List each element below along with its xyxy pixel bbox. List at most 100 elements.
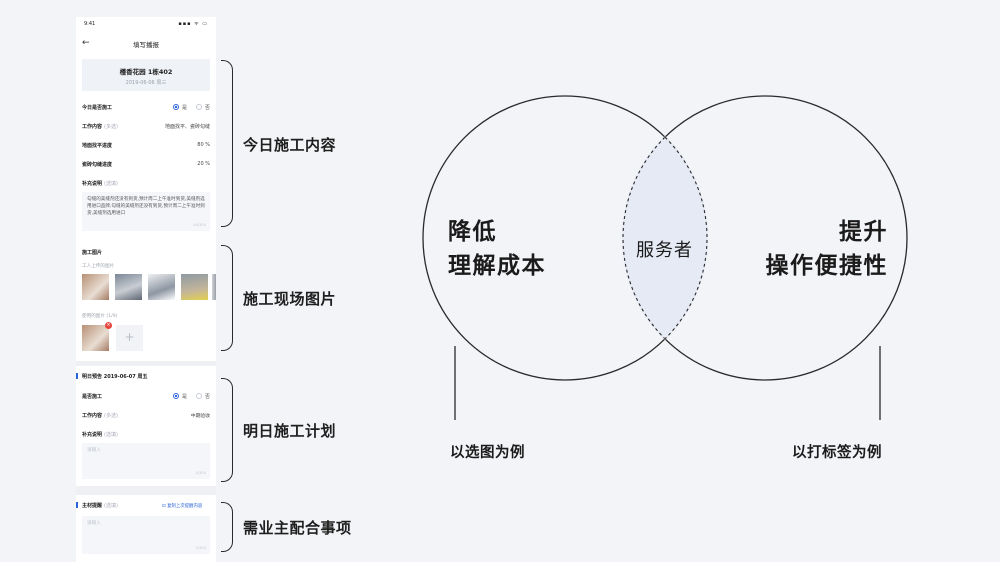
section-accent-bar	[76, 502, 78, 508]
today-work-label-text: 工作内容	[82, 123, 103, 130]
radio-no[interactable]	[195, 104, 202, 110]
tomorrow-construct-label: 是否施工	[82, 393, 103, 400]
uploaded-photo[interactable]	[82, 274, 109, 300]
used-photo[interactable]	[82, 325, 109, 351]
progress2-row[interactable]: 瓷砖勾缝进度 20 %	[82, 159, 210, 169]
bracket-tomorrow	[221, 378, 233, 482]
owner-notes-placeholder: 请输入	[87, 521, 101, 526]
add-photo-button[interactable]: +	[116, 325, 143, 351]
photos-card: 施工图片 工人上传的图片 使用的图片 (1/9) × +	[76, 241, 216, 361]
today-construct-radio-group: 是 否	[172, 104, 210, 111]
today-notes-counter: 64/300	[193, 223, 206, 227]
today-notes-label-text: 补充说明	[82, 180, 103, 187]
delete-photo-icon[interactable]: ×	[105, 322, 112, 329]
nav-title: 填写播报	[133, 41, 159, 49]
tomorrow-notes-label-text: 补充说明	[82, 431, 103, 438]
progress2-value: 20 %	[197, 161, 210, 167]
today-notes-optional: (选填)	[104, 180, 118, 187]
owner-notes-counter: 0/300	[195, 546, 206, 550]
tomorrow-construct-radio-group: 是 否	[172, 393, 210, 400]
tomorrow-work-label: 工作内容(多选)	[82, 412, 118, 419]
venn-left-text: 降低 理解成本	[448, 215, 546, 283]
photos-used-label: 使用的图片 (1/9)	[82, 314, 118, 319]
today-notes-textarea[interactable]: 勾缝的美缝剂还没有到货,预计周二上午准时到货,美缝剂选用进口品牌,勾缝的美缝剂还…	[82, 192, 210, 231]
radio-no-label: 否	[204, 393, 210, 400]
owner-header: 主材提醒 (选填)	[76, 500, 118, 510]
tomorrow-notes-counter: 0/300	[195, 471, 206, 475]
today-construct-row: 今日是否施工 是 否	[82, 102, 210, 112]
progress1-label: 地面找平进度	[82, 142, 113, 149]
section-label-tomorrow: 明日施工计划	[243, 422, 337, 440]
overlap-dashed-edge-right	[664, 136, 708, 340]
venn-left-line2: 理解成本	[448, 253, 546, 279]
phone-mockup: 9:41 ▪▪▪ ᯤ ▭ ← 填写播报 槿香花园 1栋402 2019-06-0…	[76, 17, 216, 562]
today-work-optional: (多选)	[104, 123, 118, 130]
section-label-today: 今日施工内容	[243, 136, 337, 154]
today-notes-row: 补充说明(选填)	[82, 178, 210, 188]
progress1-row[interactable]: 地面找平进度 80 %	[82, 140, 210, 150]
project-name: 槿香花园 1栋402	[119, 68, 173, 76]
status-icons: ▪▪▪ ᯤ ▭	[178, 21, 208, 27]
today-work-value: 地面找平、瓷砖勾缝	[164, 123, 210, 130]
tomorrow-header: 明日预告 2019-06-07 周五	[76, 371, 147, 381]
left-example-label: 以选图为例	[450, 445, 525, 461]
copy-last-reminder-link[interactable]: ⊡ 复制上次提醒内容	[162, 503, 202, 509]
today-work-row[interactable]: 工作内容(多选) 地面找平、瓷砖勾缝	[82, 121, 210, 131]
back-arrow-icon[interactable]: ←	[82, 38, 90, 48]
project-date: 2019-06-06 周三	[125, 80, 167, 86]
today-construct-label: 今日是否施工	[82, 104, 113, 111]
tomorrow-notes-row: 补充说明(选填)	[82, 429, 210, 439]
tomorrow-notes-textarea[interactable]: 请输入 0/300	[82, 443, 210, 479]
tomorrow-notes-placeholder: 请输入	[87, 448, 101, 453]
radio-yes-selected[interactable]	[172, 393, 179, 399]
venn-right-text: 提升 操作便捷性	[756, 215, 888, 283]
today-notes-label: 补充说明(选填)	[82, 180, 118, 187]
radio-no[interactable]	[195, 393, 202, 399]
section-label-owner: 需业主配合事项	[243, 519, 352, 537]
owner-notes-textarea[interactable]: 请输入 0/300	[82, 516, 210, 554]
bracket-photos	[221, 245, 233, 351]
radio-no-label: 否	[204, 104, 210, 111]
tomorrow-work-row[interactable]: 工作内容(多选) 中期验收	[82, 410, 210, 420]
venn-right-line1: 提升	[839, 219, 888, 245]
tomorrow-construct-row: 是否施工 是 否	[82, 391, 210, 401]
copy-last-reminder-text: 复制上次提醒内容	[167, 504, 203, 509]
photos-title: 施工图片	[82, 250, 103, 256]
section-accent-bar	[76, 373, 78, 379]
status-time: 9:41	[84, 21, 96, 27]
status-bar: 9:41 ▪▪▪ ᯤ ▭	[76, 17, 216, 33]
bracket-owner	[221, 502, 233, 552]
today-notes-text: 勾缝的美缝剂还没有到货,预计周二上午准时到货,美缝剂选用进口品牌,勾缝的美缝剂还…	[87, 197, 205, 216]
photos-uploaded-label: 工人上传的图片	[82, 264, 115, 269]
overlap-dashed-edge-left	[622, 136, 666, 340]
bracket-today	[221, 60, 233, 227]
radio-yes-label: 是	[181, 393, 187, 400]
today-card: 9:41 ▪▪▪ ᯤ ▭ ← 填写播报 槿香花园 1栋402 2019-06-0…	[76, 17, 216, 252]
tomorrow-notes-optional: (选填)	[104, 431, 118, 438]
project-card: 槿香花园 1栋402 2019-06-06 周三	[82, 59, 210, 91]
radio-yes-label: 是	[181, 104, 187, 111]
tomorrow-work-optional: (多选)	[104, 412, 118, 419]
tomorrow-card: 明日预告 2019-06-07 周五 是否施工 是 否 工作内容(多选) 中期验…	[76, 366, 216, 486]
progress2-label: 瓷砖勾缝进度	[82, 161, 113, 168]
uploaded-photo-partial[interactable]	[212, 274, 216, 300]
venn-right-line2: 操作便捷性	[765, 253, 888, 279]
tomorrow-work-label-text: 工作内容	[82, 412, 103, 419]
tomorrow-header-text: 明日预告 2019-06-07 周五	[82, 373, 148, 380]
uploaded-photo[interactable]	[115, 274, 142, 300]
tomorrow-work-value: 中期验收	[190, 413, 210, 419]
owner-header-optional: (选填)	[104, 502, 118, 509]
radio-yes-selected[interactable]	[172, 104, 179, 110]
progress1-value: 80 %	[197, 142, 210, 148]
uploaded-photo[interactable]	[148, 274, 175, 300]
section-label-photos: 施工现场图片	[243, 290, 337, 308]
uploaded-photo[interactable]	[181, 274, 208, 300]
venn-diagram: 降低 理解成本 提升 操作便捷性 服务者	[410, 90, 930, 432]
copy-icon: ⊡	[162, 504, 166, 509]
owner-header-text: 主材提醒	[82, 502, 103, 509]
venn-left-line1: 降低	[448, 219, 497, 245]
right-example-label: 以打标签为例	[792, 445, 882, 461]
owner-card: 主材提醒 (选填) ⊡ 复制上次提醒内容 请输入 0/300	[76, 495, 216, 562]
today-work-label: 工作内容(多选)	[82, 123, 118, 130]
nav-bar: ← 填写播报	[76, 34, 216, 54]
